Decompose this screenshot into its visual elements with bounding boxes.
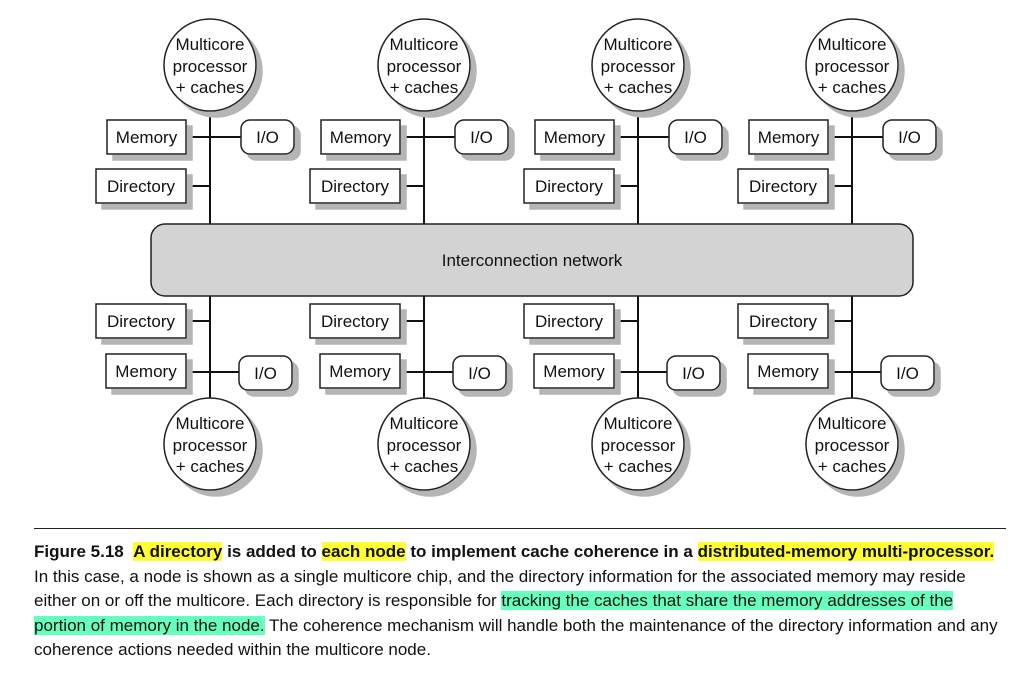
bottom-node-2-io-box — [452, 355, 507, 391]
bottom-node-4-io-label: I/O — [896, 364, 919, 383]
bottom-node-3-memory-box — [533, 353, 615, 389]
bottom-node-4-directory-box — [737, 303, 829, 339]
top-node-3-processor-circle — [591, 18, 685, 112]
bottom-node-2-directory-box — [309, 303, 401, 339]
bottom-node-1-processor-label: + caches — [176, 457, 245, 476]
bottom-node-2-processor-label: Multicore — [390, 414, 459, 433]
caption-text: The coherence mechanism will handle both… — [34, 615, 998, 660]
top-node-3-io-label: I/O — [684, 128, 707, 147]
bottom-node-1-processor-label: Multicore — [176, 414, 245, 433]
caption-text: is added to — [222, 542, 322, 561]
bottom-node-2-directory-label: Directory — [321, 312, 390, 331]
bottom-node-1-directory-label: Directory — [107, 312, 176, 331]
top-node-3-processor-label: Multicore — [604, 35, 673, 54]
top-node-3-io-box — [668, 119, 723, 155]
bottom-node-3-io-label: I/O — [682, 364, 705, 383]
top-node-2-processor-label: processor — [387, 57, 462, 76]
caption-highlight: distributed-memory multi-processor. — [697, 542, 995, 561]
bottom-node-4-processor-circle — [805, 397, 899, 491]
top-node-2-io-box — [454, 119, 509, 155]
bottom-node-1-memory-box — [105, 353, 187, 389]
interconnection-network — [150, 223, 914, 297]
bottom-node-2-processor-label: processor — [387, 436, 462, 455]
top-node-1-directory-box — [95, 168, 187, 204]
top-node-1-memory-label: Memory — [116, 128, 178, 147]
interconnection-network-label: Interconnection network — [442, 251, 623, 270]
top-node-3-processor-label: + caches — [604, 78, 673, 97]
caption-text: to implement cache coherence in a — [405, 542, 698, 561]
bottom-node-1-io-label: I/O — [254, 364, 277, 383]
bottom-node-3-io-box — [666, 355, 721, 391]
top-node-3-directory-label: Directory — [535, 177, 604, 196]
bottom-node-3-directory-label: Directory — [535, 312, 604, 331]
top-node-4-processor-label: + caches — [818, 78, 887, 97]
bottom-node-4-memory-box — [747, 353, 829, 389]
bottom-node-1-memory-label: Memory — [115, 362, 177, 381]
top-node-4-memory-label: Memory — [758, 128, 820, 147]
top-node-4-processor-circle — [805, 18, 899, 112]
bottom-node-3-processor-label: + caches — [604, 457, 673, 476]
top-node-2-memory-label: Memory — [330, 128, 392, 147]
bottom-node-3-processor-circle — [591, 397, 685, 491]
bottom-node-1-directory-box — [95, 303, 187, 339]
top-node-3-processor-label: processor — [601, 57, 676, 76]
bottom-node-3-directory-box — [523, 303, 615, 339]
bottom-node-4-directory-label: Directory — [749, 312, 818, 331]
top-node-2-processor-label: Multicore — [390, 35, 459, 54]
figure-caption: Figure 5.18 A directory is added to each… — [34, 540, 1006, 663]
top-node-4-io-box — [882, 119, 937, 155]
top-node-4-directory-label: Directory — [749, 177, 818, 196]
bottom-node-3-memory-label: Memory — [543, 362, 605, 381]
top-node-1-processor-circle — [163, 18, 257, 112]
bottom-node-2-memory-box — [319, 353, 401, 389]
top-node-4-io-label: I/O — [898, 128, 921, 147]
top-node-4-directory-box — [737, 168, 829, 204]
top-node-3-directory-box — [523, 168, 615, 204]
top-node-2-io-label: I/O — [470, 128, 493, 147]
bottom-node-4-memory-label: Memory — [757, 362, 819, 381]
top-node-2-processor-label: + caches — [390, 78, 459, 97]
top-node-1-io-box — [240, 119, 295, 155]
bottom-node-4-processor-label: Multicore — [818, 414, 887, 433]
bottom-node-2-memory-label: Memory — [329, 362, 391, 381]
top-node-3-memory-label: Memory — [544, 128, 606, 147]
figure-number: Figure 5.18 — [34, 542, 124, 561]
bottom-node-4-io-box — [880, 355, 935, 391]
caption-highlight: each node — [321, 542, 406, 561]
top-node-3-memory-box — [534, 119, 615, 155]
top-node-4-memory-box — [748, 119, 829, 155]
bottom-node-1-processor-circle — [163, 397, 257, 491]
top-node-2-memory-box — [320, 119, 401, 155]
top-node-4-processor-label: processor — [815, 57, 890, 76]
top-node-2-directory-box — [309, 168, 401, 204]
top-node-1-processor-label: + caches — [176, 78, 245, 97]
bottom-node-2-processor-label: + caches — [390, 457, 459, 476]
bottom-node-2-processor-circle — [377, 397, 471, 491]
bottom-node-2-io-label: I/O — [468, 364, 491, 383]
bottom-node-3-processor-label: processor — [601, 436, 676, 455]
caption-text: In this case, a node is shown as a singl… — [34, 566, 966, 611]
top-node-2-processor-circle — [377, 18, 471, 112]
top-node-1-processor-label: Multicore — [176, 35, 245, 54]
top-node-1-processor-label: processor — [173, 57, 248, 76]
top-node-1-io-label: I/O — [256, 128, 279, 147]
caption-highlight: A directory — [133, 542, 223, 561]
bottom-node-1-io-box — [238, 355, 293, 391]
bottom-node-4-processor-label: processor — [815, 436, 890, 455]
top-node-1-memory-box — [106, 119, 187, 155]
bottom-node-4-processor-label: + caches — [818, 457, 887, 476]
top-node-2-directory-label: Directory — [321, 177, 390, 196]
bottom-node-1-processor-label: processor — [173, 436, 248, 455]
top-node-1-directory-label: Directory — [107, 177, 176, 196]
caption-rule — [34, 528, 1006, 529]
top-node-4-processor-label: Multicore — [818, 35, 887, 54]
bottom-node-3-processor-label: Multicore — [604, 414, 673, 433]
